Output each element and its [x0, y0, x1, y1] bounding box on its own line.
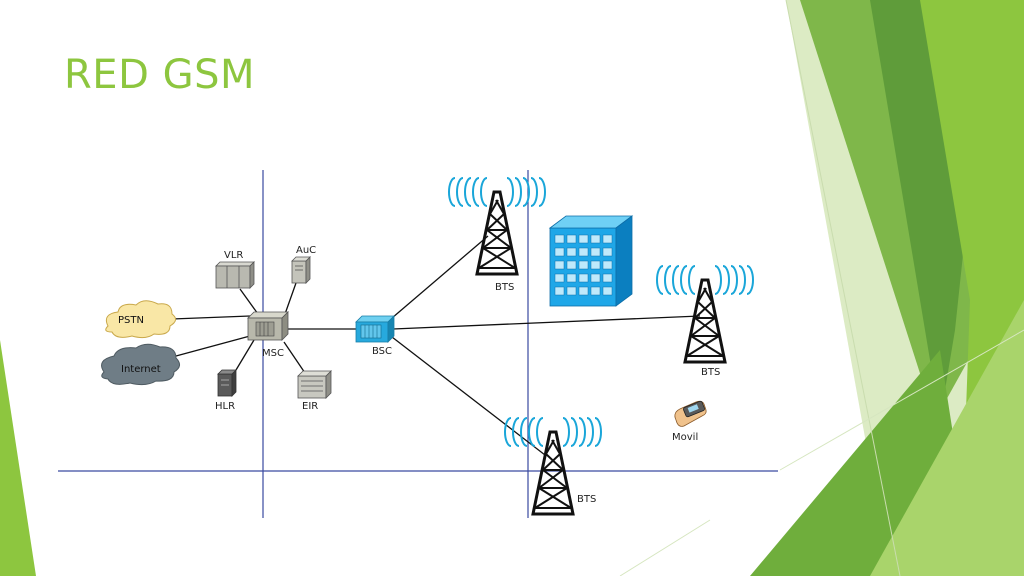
building-icon — [548, 215, 634, 307]
auc-label: AuC — [296, 245, 316, 256]
bg-thin-line-3 — [619, 519, 711, 576]
slide-title: RED GSM — [64, 52, 255, 98]
link-eir-msc — [283, 341, 306, 374]
link-bsc-bts-right — [392, 315, 701, 330]
eir-server-icon — [297, 370, 332, 399]
msc-switch-icon — [247, 311, 289, 341]
hlr-server-icon — [217, 369, 237, 397]
link-internet-msc — [175, 335, 251, 357]
bg-thin-line-1 — [785, 0, 901, 576]
bg-thin-line-2 — [779, 329, 1024, 471]
link-bsc-bts-top — [391, 235, 489, 319]
pstn-cloud-icon — [105, 300, 176, 339]
mobile-phone-icon — [674, 400, 707, 427]
bts-right-tower-icon — [655, 264, 755, 364]
hlr-label: HLR — [215, 401, 235, 412]
bts-top-label: BTS — [495, 282, 514, 293]
link-vlr-msc — [239, 288, 259, 315]
mobile-label: Movil — [672, 432, 698, 443]
bsc-controller-icon — [355, 315, 395, 343]
auc-server-icon — [291, 256, 311, 284]
eir-label: EIR — [302, 401, 318, 412]
bsc-label: BSC — [372, 346, 392, 357]
link-pstn-msc — [171, 315, 251, 320]
vlr-label: VLR — [224, 250, 243, 261]
network-links — [171, 235, 701, 456]
bts-top-tower-icon — [447, 176, 547, 276]
link-bsc-bts-bottom — [391, 336, 546, 456]
msc-label: MSC — [262, 348, 284, 359]
link-hlr-msc — [235, 339, 255, 371]
internet-cloud-icon — [101, 343, 180, 386]
bts-right-label: BTS — [701, 367, 720, 378]
bts-bottom-label: BTS — [577, 494, 596, 505]
bottom-right-light-triangle — [870, 300, 1024, 576]
pstn-label: PSTN — [118, 315, 144, 326]
vlr-server-icon — [215, 261, 255, 289]
left-green-sliver — [0, 340, 36, 576]
link-auc-msc — [284, 282, 297, 315]
internet-label: Internet — [121, 364, 161, 375]
